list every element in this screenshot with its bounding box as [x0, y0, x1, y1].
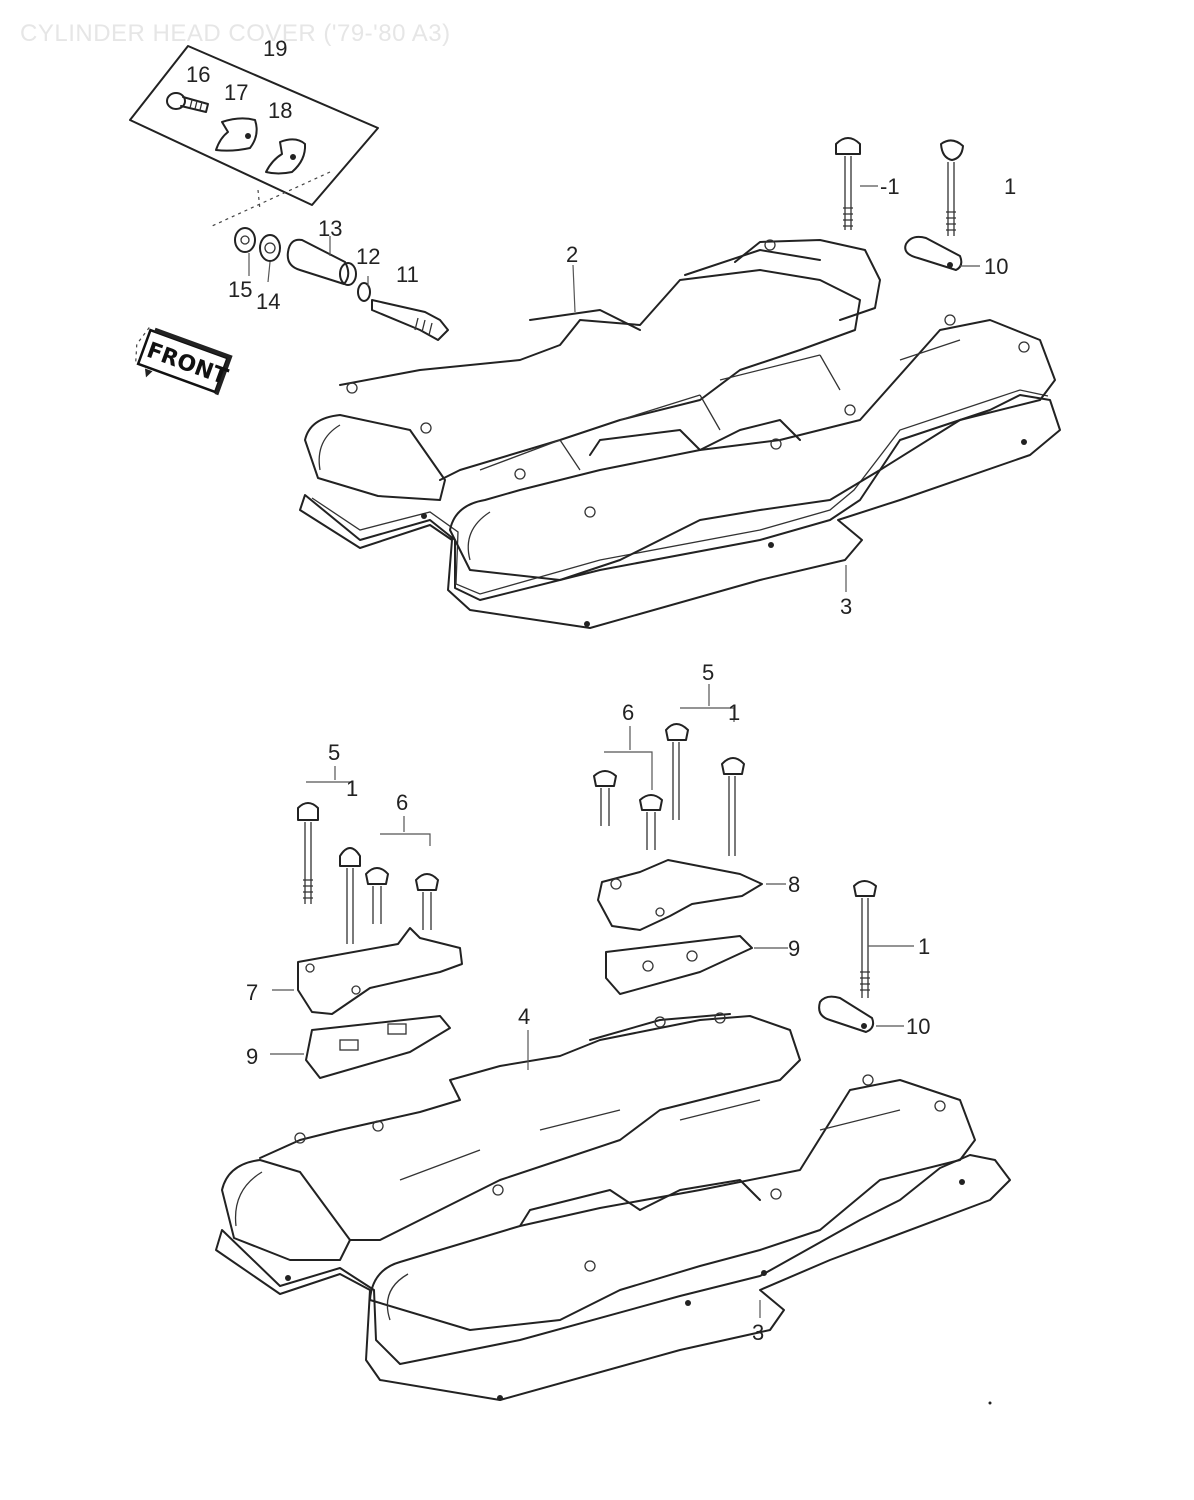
cover-bolt-left	[835, 137, 861, 230]
callout-1-right: 1	[1004, 174, 1016, 199]
callout-8: 8	[788, 872, 800, 897]
callout-17: 17	[224, 80, 248, 105]
callout-16: 16	[186, 62, 210, 87]
cap-7-part	[297, 927, 463, 1015]
callout-5-left: 5	[328, 740, 340, 765]
callout-6-right: 6	[622, 700, 634, 725]
callout-12: 12	[356, 244, 380, 269]
cylinder-head-cover-lower	[215, 1012, 1011, 1401]
callout-1-side: 1	[918, 934, 930, 959]
callout-13: 13	[318, 216, 342, 241]
callout-1-right-group: 1	[728, 700, 740, 725]
side-bracket	[818, 995, 875, 1033]
bolt-part	[166, 92, 209, 113]
callout-1-left: -1	[880, 174, 900, 199]
callout-15: 15	[228, 277, 252, 302]
callout-6-left: 6	[396, 790, 408, 815]
callout-11: 11	[396, 262, 419, 287]
front-direction-marker: FRONT	[134, 327, 233, 396]
cover-bolt-right	[940, 139, 964, 236]
plate-b-part	[265, 138, 307, 175]
callout-2: 2	[566, 242, 578, 267]
diagram-title: CYLINDER HEAD COVER ('79-'80 A3)	[20, 20, 451, 47]
callout-9-right: 9	[788, 936, 800, 961]
callout-9-left: 9	[246, 1044, 258, 1069]
plate-a-part	[215, 117, 258, 152]
callout-3-lower: 3	[752, 1320, 764, 1345]
callout-4: 4	[518, 1004, 530, 1029]
cap-gasket-9-right	[605, 935, 753, 995]
side-bolt	[853, 880, 877, 998]
lower-right-bolts	[593, 723, 745, 856]
cap-8-part	[597, 859, 763, 931]
callout-14: 14	[256, 289, 280, 314]
shaft-fitting-parts	[234, 227, 449, 341]
callout-5-right: 5	[702, 660, 714, 685]
cover-bracket	[904, 235, 980, 271]
callout-3-upper: 3	[840, 594, 852, 619]
callout-18: 18	[268, 98, 292, 123]
callout-7: 7	[246, 980, 258, 1005]
cap-gasket-9-left	[305, 1015, 451, 1079]
callout-10-lower: 10	[906, 1014, 930, 1039]
lower-left-bolts	[297, 802, 439, 944]
parts-kit-box	[129, 45, 379, 227]
stray-mark	[988, 1401, 992, 1405]
callout-1-left-group: 1	[346, 776, 358, 801]
cylinder-head-cover-upper	[299, 239, 1061, 629]
callout-19: 19	[263, 36, 287, 61]
callout-10-upper: 10	[984, 254, 1008, 279]
